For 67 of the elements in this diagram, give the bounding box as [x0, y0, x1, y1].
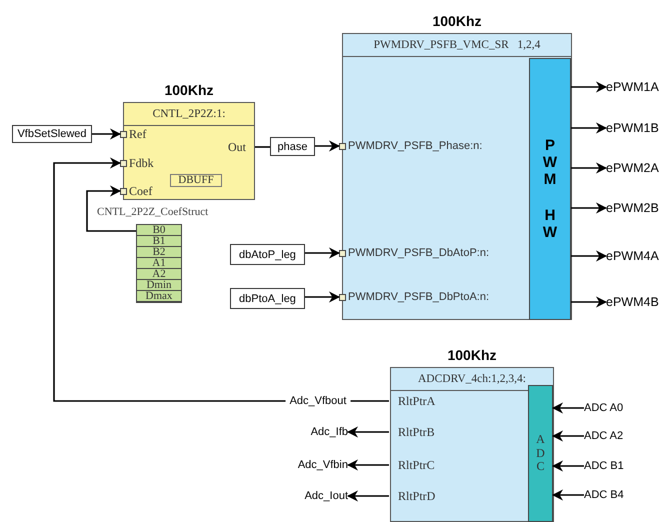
signal-label: ADC A2: [584, 429, 650, 443]
table-cell: B2: [137, 247, 181, 258]
arrow: [315, 140, 340, 152]
signal-label: ePWM1B: [606, 120, 664, 136]
signal-box: dbPtoA_leg: [230, 288, 305, 309]
port-label: RltPtrA: [389, 394, 459, 408]
arrow: [53, 157, 389, 402]
port-label: Ref: [120, 127, 170, 141]
signal-box: phase: [270, 137, 315, 156]
signal-label: Adc_Iout: [290, 489, 348, 503]
port-label: Coef: [120, 184, 170, 198]
port-label: PWMDRV_PSFB_Phase:n:: [339, 139, 499, 153]
port-label: PWMDRV_PSFB_DbPtoA:n:: [339, 290, 499, 304]
port-label: PWMDRV_PSFB_DbAtoP:n:: [339, 246, 499, 260]
port-label: RltPtrD: [389, 489, 459, 503]
arrow: [305, 291, 340, 303]
signal-label: ADC B1: [584, 459, 650, 473]
table-cell: A2: [137, 269, 181, 280]
vertical-label: ADC: [535, 432, 546, 474]
arrow: [552, 489, 584, 501]
vertical-label: HW: [542, 206, 558, 242]
arrow: [346, 490, 389, 502]
signal-label: Adc_Ifb: [290, 425, 348, 439]
arrow: [92, 128, 122, 140]
block-header: CNTL_2P2Z:1:: [124, 103, 254, 126]
struct-caption: CNTL_2P2Z_CoefStruct: [97, 206, 208, 218]
signal-label: ePWM2B: [606, 200, 664, 216]
frequency-heading: 100Khz: [446, 347, 498, 363]
table-cell: B1: [137, 236, 181, 247]
arrow: [571, 81, 608, 93]
table-cell: B0: [137, 225, 181, 236]
port-label: RltPtrB: [389, 425, 459, 439]
signal-label: ePWM2A: [606, 160, 664, 176]
arrow: [552, 402, 584, 414]
arrow: [346, 426, 389, 438]
signal-box: VfbSetSlewed: [12, 125, 92, 143]
signal-label: ePWM4B: [606, 294, 664, 310]
port-label: Fdbk: [120, 156, 170, 170]
table-cell: Dmax: [137, 291, 181, 302]
edge-label: Adc_Vfbout: [286, 395, 350, 407]
signal-label: ePWM1A: [606, 79, 664, 95]
hardware-strip: [528, 385, 553, 522]
arrow: [346, 459, 389, 471]
arrow: [571, 162, 608, 174]
block-header: PWMDRV_PSFB_VMC_SR 1,2,4: [343, 34, 571, 57]
port-label: Out: [215, 140, 255, 154]
buffer-tag: DBUFF: [170, 174, 222, 187]
signal-label: ePWM4A: [606, 248, 664, 264]
arrow: [552, 460, 584, 472]
signal-label: ADC A0: [584, 401, 650, 415]
frequency-heading: 100Khz: [163, 82, 215, 98]
arrow: [571, 296, 608, 308]
hardware-strip: [529, 58, 571, 320]
arrow: [571, 202, 608, 214]
arrow: [571, 122, 608, 134]
vertical-label: PWM: [542, 136, 558, 189]
frequency-heading: 100Khz: [431, 13, 483, 29]
table-cell: Dmin: [137, 280, 181, 291]
arrow: [552, 430, 584, 442]
arrow: [305, 247, 340, 259]
arrow: [571, 250, 608, 262]
signal-box: dbAtoP_leg: [230, 244, 305, 265]
signal-label: ADC B4: [584, 488, 650, 502]
table-cell: A1: [137, 258, 181, 269]
arrow: [86, 185, 136, 232]
port-label: RltPtrC: [389, 458, 459, 472]
signal-label: Adc_Vfbin: [282, 458, 348, 472]
